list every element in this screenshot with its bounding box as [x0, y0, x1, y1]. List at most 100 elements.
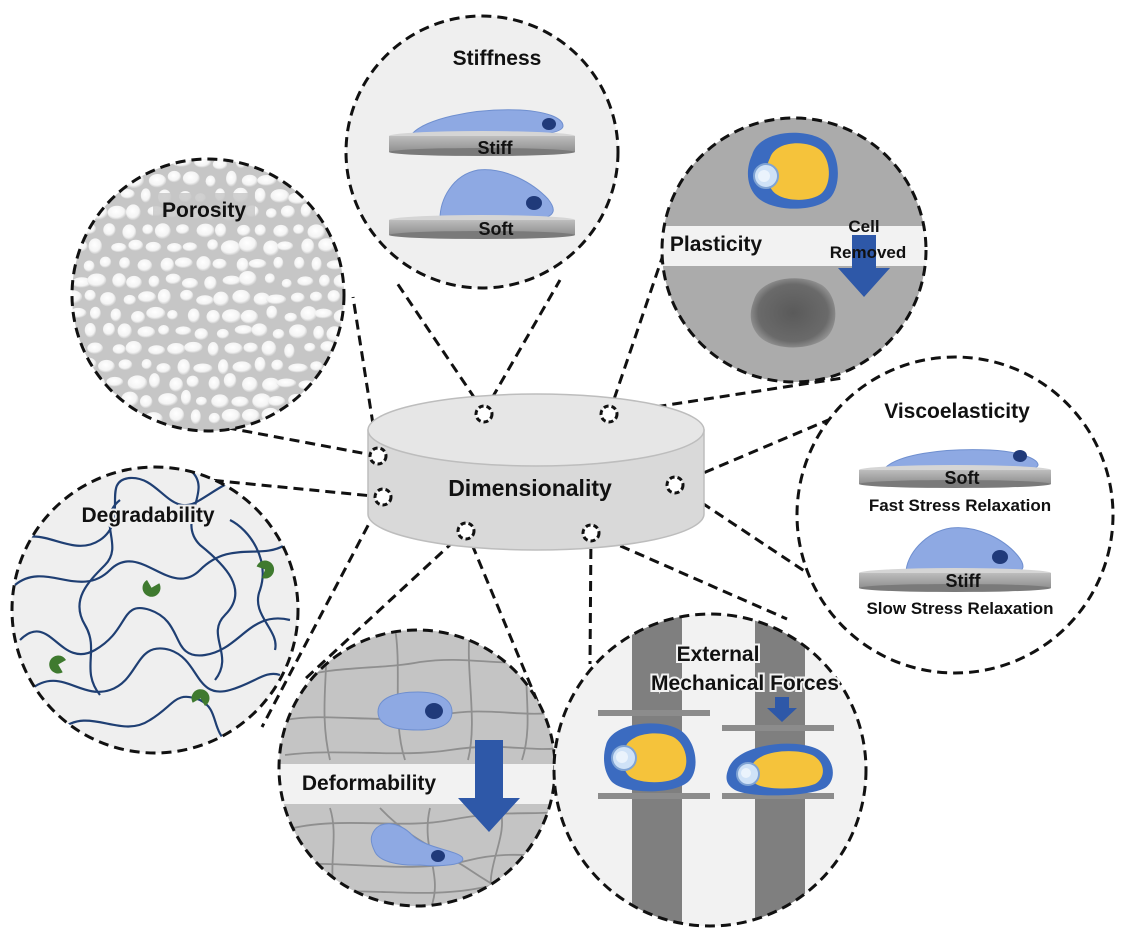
pore: [243, 342, 258, 353]
pore: [318, 238, 335, 253]
pore: [165, 273, 181, 285]
pore: [196, 295, 214, 306]
pore: [221, 309, 241, 324]
pore: [342, 344, 344, 356]
pore: [107, 205, 127, 220]
pore: [138, 291, 157, 303]
stiffness-title: Stiffness: [453, 47, 542, 70]
nucleus-top: [766, 143, 829, 200]
visc-slow-caption: Slow Stress Relaxation: [866, 599, 1053, 618]
pore: [128, 239, 144, 251]
pore: [182, 171, 200, 186]
pore: [277, 241, 294, 251]
pore: [248, 259, 267, 269]
pore: [254, 187, 266, 204]
pore: [270, 159, 285, 170]
pore: [222, 275, 242, 286]
pore: [119, 257, 131, 270]
pore: [139, 395, 153, 409]
pore: [131, 311, 146, 324]
pore: [262, 377, 281, 393]
pore: [284, 343, 295, 359]
pore: [251, 323, 268, 337]
polymer-chain-4: [29, 647, 281, 693]
pore: [174, 257, 193, 269]
pore: [89, 306, 101, 320]
pore: [273, 224, 289, 238]
pore: [221, 408, 241, 423]
enzyme-icon: [191, 689, 210, 706]
cell-removed-arrow: [838, 235, 890, 297]
pore: [148, 345, 166, 356]
viscoelasticity-panel: Viscoelasticity Soft Fast Stress Relaxat…: [795, 355, 1115, 675]
pore: [289, 324, 308, 339]
visc-soft-label: Soft: [945, 468, 980, 488]
deformability-title: Deformability: [302, 772, 437, 795]
pore: [196, 256, 211, 272]
pore: [224, 342, 243, 355]
pore: [156, 363, 171, 374]
pore: [271, 359, 284, 371]
pore: [253, 292, 271, 306]
pore: [288, 363, 308, 373]
pore: [139, 159, 155, 167]
soft-label: Soft: [479, 219, 514, 239]
pore: [336, 377, 344, 393]
porosity-panel: Porosity: [70, 157, 346, 433]
pore: [289, 159, 308, 169]
pore: [301, 238, 315, 255]
viscoelasticity-title: Viscoelasticity: [884, 400, 1030, 423]
external-forces-title-line1: External: [677, 643, 760, 666]
pore: [142, 224, 154, 235]
pore: [83, 260, 95, 272]
pore: [148, 174, 167, 188]
pore: [175, 326, 192, 336]
pore: [304, 342, 316, 352]
pore: [99, 256, 112, 268]
pore: [103, 223, 116, 237]
plasticity-title: Plasticity: [670, 233, 763, 256]
pore: [265, 208, 277, 219]
ext-nucleus-right: [749, 751, 823, 789]
pore: [176, 224, 190, 235]
pore: [335, 409, 344, 421]
porosity-title: Porosity: [162, 199, 246, 222]
pore: [240, 309, 259, 324]
polymer-chain-8: [229, 519, 277, 651]
pore: [231, 396, 249, 408]
enzyme-icon: [142, 580, 161, 597]
pore: [154, 223, 171, 239]
pore: [257, 175, 277, 186]
pore: [272, 328, 285, 340]
compression-arrow: [767, 697, 797, 722]
pore: [313, 325, 325, 341]
pore: [117, 323, 132, 339]
pore: [336, 240, 344, 252]
pore: [72, 360, 77, 373]
pore: [102, 159, 115, 169]
pore: [80, 189, 93, 201]
pore: [72, 256, 75, 270]
pore: [284, 312, 298, 323]
pore: [167, 242, 182, 253]
pore: [125, 341, 143, 355]
pore: [137, 259, 153, 272]
pore: [308, 189, 326, 205]
pore: [76, 412, 87, 425]
pore: [239, 271, 257, 287]
pore: [125, 204, 141, 221]
pore: [328, 361, 344, 372]
cell-removed-line1: Cell: [848, 217, 879, 236]
pore: [72, 226, 78, 236]
pore: [111, 242, 127, 253]
pore: [299, 408, 320, 423]
pore: [118, 359, 133, 371]
pore: [182, 242, 198, 252]
pore: [206, 310, 221, 324]
pore: [300, 203, 312, 218]
pore: [101, 392, 119, 403]
pore: [226, 170, 237, 187]
pore: [112, 344, 126, 355]
pore: [311, 256, 322, 272]
